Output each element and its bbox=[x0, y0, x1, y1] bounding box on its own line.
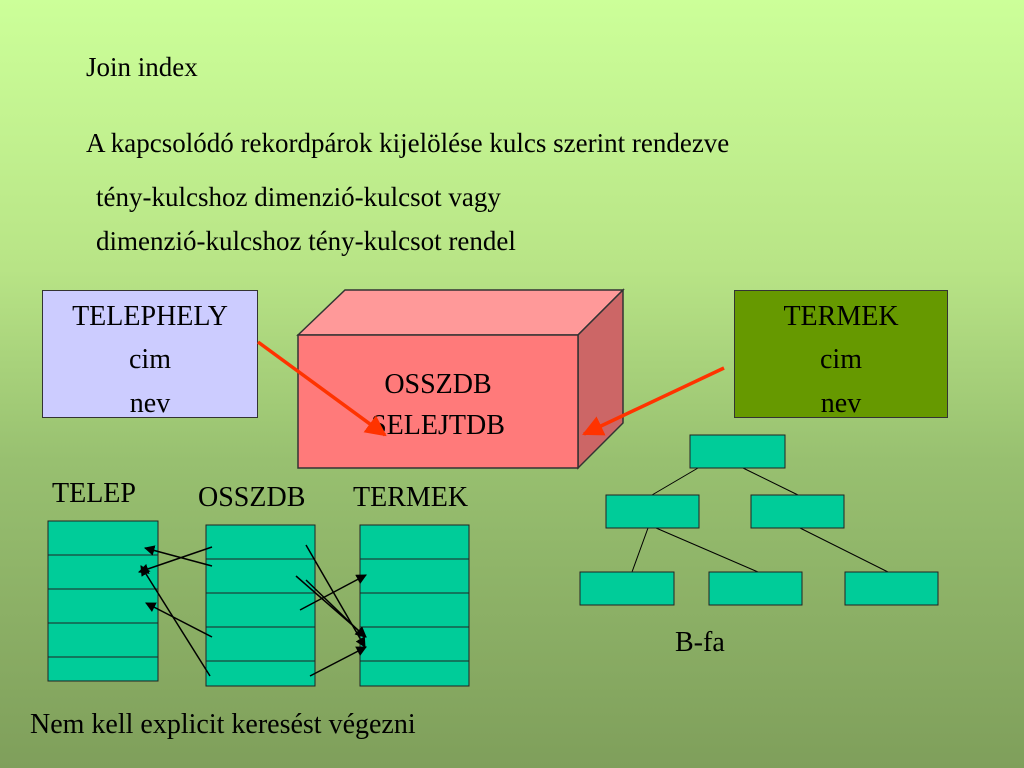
description-line-2: dimenzió-kulcshoz tény-kulcsot rendel bbox=[96, 226, 516, 256]
btree-root-node bbox=[689, 434, 786, 469]
table-row bbox=[47, 554, 159, 590]
cube-top-face bbox=[296, 289, 625, 336]
table-row bbox=[359, 626, 470, 662]
table-row bbox=[47, 622, 159, 658]
termek-box: TERMEK cim nev bbox=[734, 290, 948, 419]
telephely-attr-nev: nev bbox=[129, 387, 171, 419]
table-row bbox=[359, 660, 470, 687]
table-row bbox=[47, 520, 159, 556]
table-row bbox=[205, 558, 316, 594]
table-row bbox=[205, 660, 316, 687]
red-arrow-termek bbox=[582, 366, 725, 436]
telephely-attr-cim: cim bbox=[129, 344, 171, 376]
table-row bbox=[205, 524, 316, 560]
btree-leaf-node bbox=[708, 571, 803, 606]
cube-attr-osszdb: OSSZDB bbox=[384, 369, 491, 400]
slide-title: Join index bbox=[86, 52, 198, 82]
fact-cube: OSSZDB SELEJTDB bbox=[296, 288, 625, 470]
btree-internal-node bbox=[605, 494, 700, 529]
telephely-box: TELEPHELY cim nev bbox=[42, 290, 258, 419]
b-tree bbox=[579, 434, 939, 606]
telephely-name: TELEPHELY bbox=[72, 301, 228, 332]
telep-label: TELEP bbox=[52, 478, 136, 509]
btree-label: B-fa bbox=[675, 627, 725, 658]
footer-note: Nem kell explicit keresést végezni bbox=[30, 709, 416, 740]
table-row bbox=[47, 588, 159, 624]
osszdb-label: OSSZDB bbox=[198, 482, 306, 513]
termek-label: TERMEK bbox=[353, 482, 469, 513]
table-row bbox=[205, 592, 316, 628]
telep-table bbox=[47, 520, 159, 682]
table-row bbox=[359, 558, 470, 594]
btree-leaf-node bbox=[844, 571, 939, 606]
termek-link-arrows bbox=[295, 544, 367, 677]
description-line-1: tény-kulcshoz dimenzió-kulcsot vagy bbox=[96, 182, 501, 212]
termek-attr-cim: cim bbox=[820, 344, 862, 376]
red-arrow-telephely bbox=[256, 340, 387, 437]
termek-table bbox=[359, 524, 470, 687]
btree-leaf-node bbox=[579, 571, 675, 606]
cube-front-face bbox=[297, 334, 579, 469]
table-row bbox=[359, 524, 470, 560]
btree-internal-node bbox=[750, 494, 845, 529]
slide-subtitle: A kapcsolódó rekordpárok kijelölése kulc… bbox=[86, 128, 730, 158]
termek-attr-nev: nev bbox=[820, 387, 862, 419]
cube-attr-selejtdb: SELEJTDB bbox=[371, 410, 505, 441]
termek-name: TERMEK bbox=[783, 301, 899, 332]
table-row bbox=[205, 626, 316, 662]
telep-link-arrows bbox=[138, 545, 213, 677]
table-row bbox=[359, 592, 470, 628]
osszdb-table bbox=[205, 524, 316, 687]
table-row bbox=[47, 656, 159, 682]
